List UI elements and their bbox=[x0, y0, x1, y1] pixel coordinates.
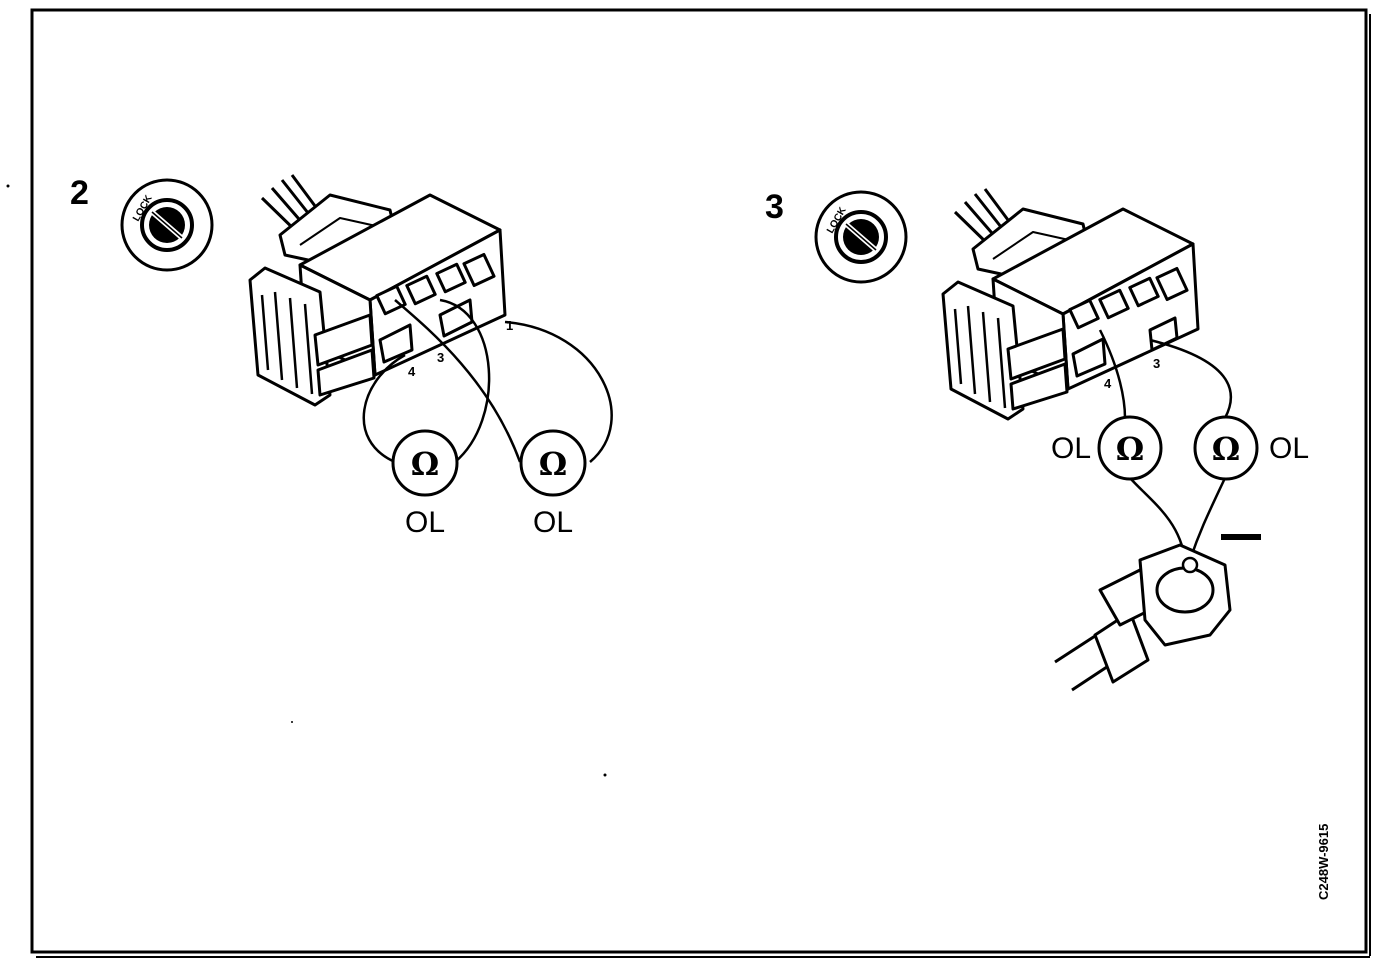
ohm-symbol: Ω bbox=[539, 445, 567, 483]
speck bbox=[6, 184, 10, 188]
ohmmeter-icon: Ω bbox=[391, 429, 459, 497]
knock-sensor-icon bbox=[1054, 543, 1232, 692]
meter-reading: OL bbox=[1269, 432, 1309, 465]
speck bbox=[291, 721, 293, 723]
meter-reading: OL bbox=[405, 506, 445, 539]
probe-wires bbox=[362, 298, 613, 464]
meter-reading: OL bbox=[1051, 432, 1091, 465]
figure-code: C248W-9615 bbox=[1316, 824, 1331, 900]
speck bbox=[603, 773, 607, 777]
pin-label: 4 bbox=[408, 364, 416, 379]
ohm-symbol: Ω bbox=[411, 445, 439, 483]
ohmmeter-icon: Ω bbox=[519, 429, 587, 497]
connector-icon bbox=[941, 188, 1200, 421]
ohm-symbol: Ω bbox=[1212, 430, 1240, 468]
ohm-symbol: Ω bbox=[1116, 430, 1144, 468]
ignition-lock-icon: LOCK bbox=[814, 190, 908, 284]
step-3-number: 3 bbox=[765, 188, 784, 226]
step-2-number: 2 bbox=[70, 174, 89, 212]
pin-label: 3 bbox=[1153, 356, 1160, 371]
ohmmeter-icon: Ω bbox=[1097, 415, 1163, 481]
frame-border bbox=[30, 8, 1368, 954]
connector-icon bbox=[248, 174, 507, 407]
step-2-group: 2 LOCK bbox=[70, 174, 613, 539]
pin-label: 1 bbox=[506, 318, 513, 333]
pin-label: 4 bbox=[1104, 376, 1112, 391]
step-3-group: 3 LOCK bbox=[765, 188, 1331, 900]
ignition-lock-icon: LOCK bbox=[120, 178, 214, 272]
negative-sign-icon bbox=[1221, 534, 1261, 540]
ohmmeter-icon: Ω bbox=[1193, 415, 1259, 481]
meter-reading: OL bbox=[533, 506, 573, 539]
pin-label: 3 bbox=[437, 350, 444, 365]
